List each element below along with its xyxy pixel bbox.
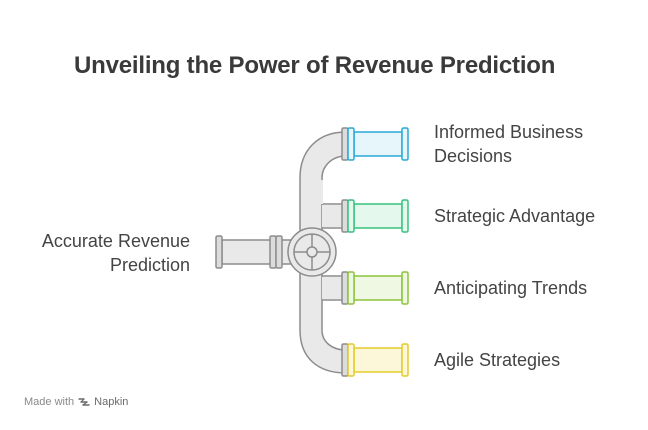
output-pipe-agile-strategies	[341, 343, 409, 377]
pipe-body	[353, 275, 403, 301]
page-title: Unveiling the Power of Revenue Predictio…	[74, 52, 556, 79]
joint-flange	[341, 271, 349, 305]
joint-flange	[341, 343, 349, 377]
napkin-logo-icon	[78, 398, 90, 406]
output-label-line2: Decisions	[434, 146, 513, 166]
output-pipe-informed-business-decisions	[341, 127, 409, 161]
output-label-informed-business-decisions: Informed Business Decisions	[434, 120, 583, 168]
source-label: Accurate Revenue Prediction	[0, 229, 190, 277]
pipe-flange-left	[347, 271, 355, 305]
source-label-line2: Prediction	[109, 255, 190, 275]
pipe-body	[353, 131, 403, 157]
joint-flange	[341, 127, 349, 161]
manifold-pipe	[299, 131, 347, 374]
footer-attribution: Made with Napkin	[24, 396, 128, 408]
pipe-flange-right	[401, 127, 409, 161]
output-label-line1: Agile Strategies	[434, 350, 561, 370]
pipe-body	[353, 347, 403, 373]
output-pipes	[341, 127, 409, 377]
source-label-line1: Accurate Revenue	[41, 231, 190, 251]
pipe-flange-left	[347, 199, 355, 233]
input-pipe	[215, 235, 295, 269]
footer-prefix: Made with	[24, 396, 75, 408]
footer-brand: Napkin	[94, 396, 129, 408]
output-label-line1: Strategic Advantage	[434, 206, 596, 226]
output-label-anticipating-trends: Anticipating Trends	[434, 276, 587, 300]
output-pipe-strategic-advantage	[341, 199, 409, 233]
pipe-flange-left	[347, 127, 355, 161]
output-pipe-anticipating-trends	[341, 271, 409, 305]
output-label-line1: Anticipating Trends	[434, 278, 588, 298]
joint-flange	[341, 199, 349, 233]
pipe-body	[353, 203, 403, 229]
valve-wheel-icon	[287, 227, 337, 277]
pipe-flange-left	[347, 343, 355, 377]
pipe-flange-right	[401, 199, 409, 233]
pipe-flange-right	[401, 271, 409, 305]
output-label-agile-strategies: Agile Strategies	[434, 348, 560, 372]
pipe-flange-right	[401, 343, 409, 377]
output-label-line1: Informed Business	[434, 122, 584, 142]
output-label-strategic-advantage: Strategic Advantage	[434, 204, 595, 228]
